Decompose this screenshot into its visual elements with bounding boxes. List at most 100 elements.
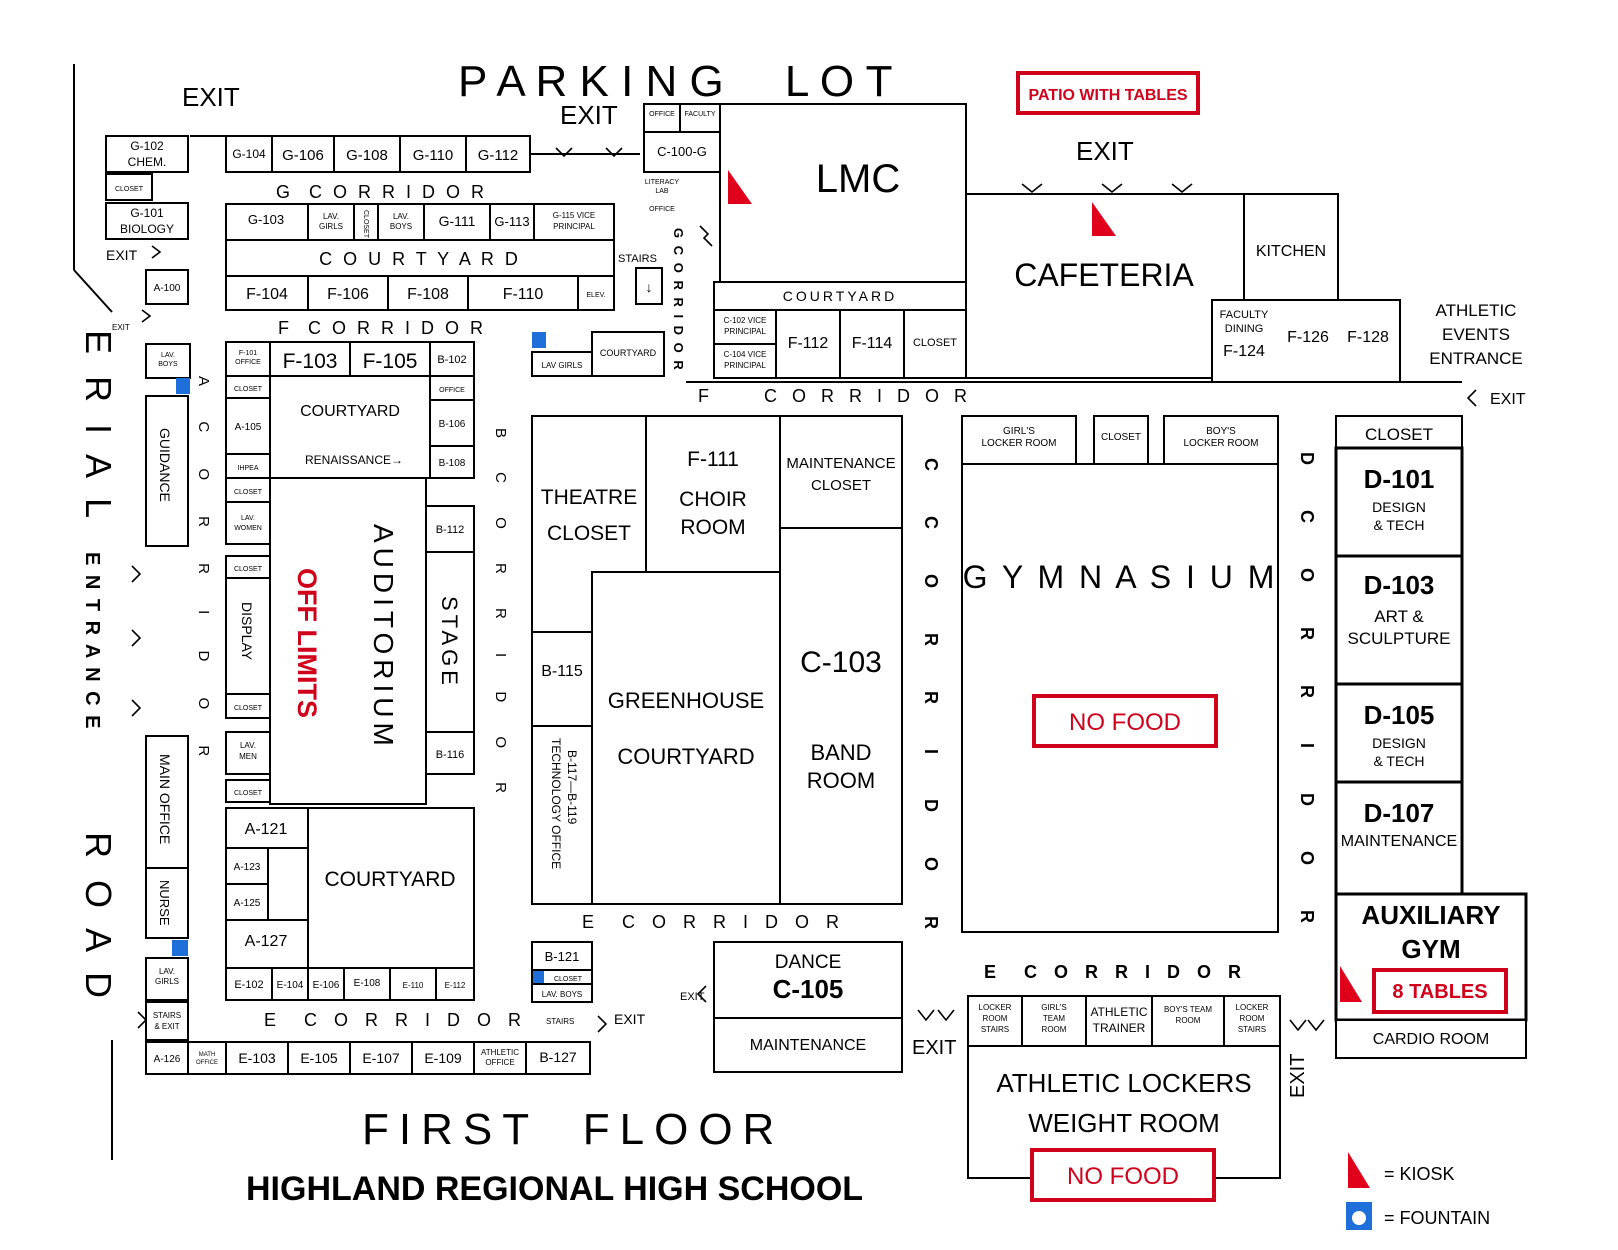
f108-label: F-108 (407, 286, 449, 303)
off-limits-label: OFF LIMITS (292, 568, 322, 718)
no-food-weight-box (1030, 1148, 1216, 1202)
renaissance-label: RENAISSANCE→ (305, 453, 403, 467)
a126-label: A-126 (154, 1054, 181, 1065)
room-a100 (145, 269, 189, 305)
e108-label: E-108 (354, 978, 381, 989)
b102-label: B-102 (437, 354, 466, 366)
svg-text:G C O R R I D O R: G C O R R I D O R (671, 228, 686, 372)
a121-label: A-121 (245, 821, 288, 838)
courtyard-g-label: C O U R T Y A R D (319, 249, 521, 269)
g-corridor-label: G C O R R I D O R (276, 182, 487, 202)
room-d105 (1334, 682, 1464, 784)
door-marks (131, 147, 1477, 1033)
road-label: R O A D (78, 832, 119, 1004)
closet-b-label: CLOSET (554, 976, 583, 983)
b116-label: B-116 (436, 749, 465, 761)
lav-boys-a (145, 343, 191, 379)
tables-box (1372, 968, 1508, 1014)
g113-label: G-113 (494, 214, 529, 229)
courtyard-c (713, 281, 967, 311)
b121-label: B-121 (545, 949, 580, 964)
lav-boys-b-label: LAV. BOYS (542, 990, 582, 999)
stage-label: STAGE (437, 596, 462, 689)
guidance (145, 395, 189, 547)
g111-label: G-111 (439, 213, 476, 229)
exit-label: EXIT (1490, 391, 1526, 408)
closet-a5-label: CLOSET (234, 790, 263, 797)
exit-label: EXIT (1076, 136, 1134, 166)
room-a121 (225, 807, 309, 849)
room-b116 (425, 731, 475, 775)
f104-label: F-104 (246, 286, 288, 303)
no-food-gym-label: NO FOOD (1069, 709, 1181, 736)
g110-label: G-110 (413, 147, 454, 164)
f103-label: F-103 (283, 350, 338, 373)
kitchen-label: KITCHEN (1256, 243, 1326, 260)
e107-label: E-107 (362, 1050, 400, 1066)
auditorium (269, 477, 427, 805)
stairs-g (635, 267, 663, 305)
e102-label: E-102 (234, 979, 263, 991)
closet-d (1335, 415, 1463, 449)
display-label: DISPLAY (239, 602, 255, 661)
greenhouse-courtyard (591, 571, 781, 905)
f-corridor-left-label: F C O R R I D O R (278, 318, 486, 338)
auditorium-label: AUDITORIUM (368, 524, 399, 751)
parking-lot-label: P A R K I N G L O T (458, 57, 892, 106)
d101-label: D-101 (1364, 464, 1435, 494)
e112-label: E-112 (445, 981, 466, 990)
room-c102 (713, 309, 777, 345)
room-f108 (387, 275, 469, 311)
d103-desc: ART &SCULPTURE (1348, 607, 1451, 648)
faculty-dining (1211, 299, 1401, 383)
d101-desc: DESIGN& TECH (1372, 499, 1426, 533)
elev-label: ELEV. (586, 292, 605, 299)
lmc-label: LMC (816, 157, 900, 201)
stairs-exit-label: STAIRS& EXIT (153, 1011, 181, 1031)
f110-label: F-110 (503, 286, 544, 303)
maintenance-e-label: MAINTENANCE (750, 1037, 866, 1054)
lav-girls-a (145, 957, 189, 1001)
b115-label: B-115 (541, 663, 583, 680)
room-e112 (435, 967, 475, 1001)
tech-office (531, 725, 593, 905)
lav-women (225, 501, 271, 545)
exit-label: EXIT (614, 1011, 646, 1027)
a100-label: A-100 (154, 283, 181, 294)
svg-text:E N T R A N C E: E N T R A N C E (81, 552, 103, 731)
stairs-arrow-icon: ↓ (646, 279, 653, 295)
c100g-label: C-100-G (657, 144, 707, 159)
dance-room (713, 941, 903, 1019)
a127-label: A-127 (245, 933, 288, 950)
svg-text:D C O R R I D O R: D C O R R I D O R (1297, 452, 1317, 943)
courtyard-c-label: COURTYARD (783, 288, 897, 304)
d-corridor-label: D C O R R I D O R (1297, 452, 1317, 943)
room-d103 (1334, 554, 1464, 686)
e109-label: E-109 (424, 1050, 462, 1066)
elevator (577, 275, 615, 311)
room-a125 (225, 883, 269, 921)
legend-kiosk-label: = KIOSK (1384, 1164, 1455, 1184)
e106-label: E-106 (313, 980, 340, 991)
cardio-room (1335, 1019, 1527, 1059)
a-corridor-label: A C O R R I D O R (195, 376, 212, 772)
room-g101 (105, 202, 189, 240)
closet-g2-label: CLOSET (362, 210, 369, 239)
d105-desc: DESIGN& TECH (1372, 735, 1426, 769)
room-e102 (225, 967, 273, 1001)
d107-label: D-107 (1364, 798, 1435, 828)
stairs-exit (145, 1001, 189, 1041)
lav-boys-g-label: LAV.BOYS (390, 212, 412, 231)
courtyard-e-label: COURTYARD (324, 868, 455, 891)
kiosk-icon (1092, 202, 1116, 236)
d107-desc: MAINTENANCE (1341, 833, 1457, 850)
lav-men-label: LAV.MEN (239, 741, 257, 761)
